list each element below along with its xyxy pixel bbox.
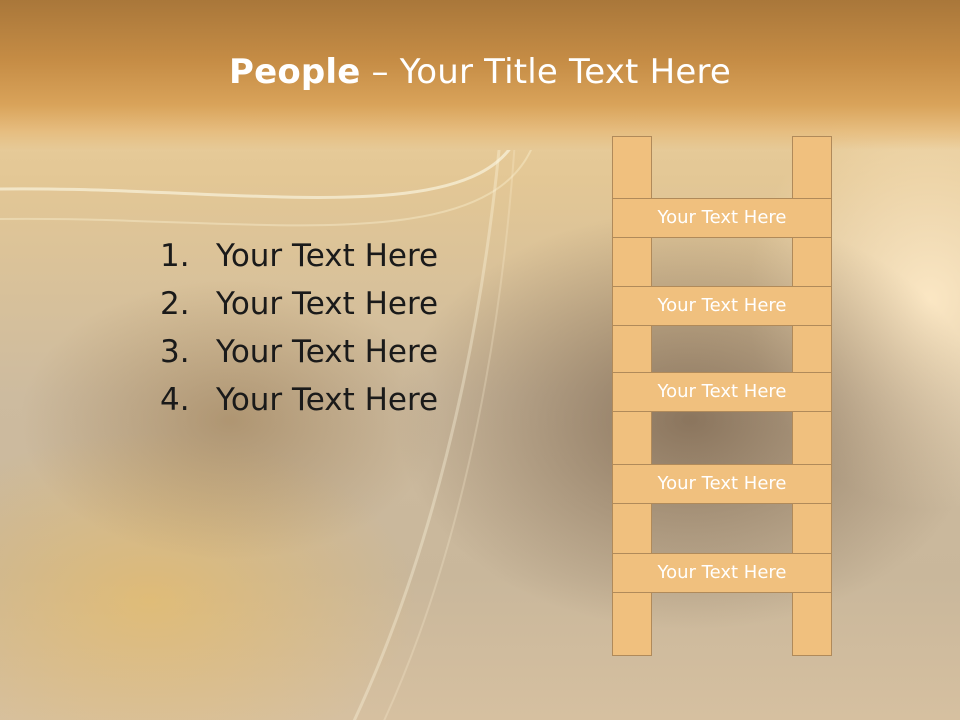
title-rest: – Your Title Text Here — [360, 52, 732, 92]
list-text: Your Text Here — [216, 238, 439, 274]
ladder-rung: Your Text Here — [612, 372, 832, 412]
ladder-rung: Your Text Here — [612, 198, 832, 238]
ladder-rung: Your Text Here — [612, 464, 832, 504]
list-item: 2. Your Text Here — [160, 280, 438, 328]
list-text: Your Text Here — [216, 286, 439, 322]
ladder-diagram: Your Text Here Your Text Here Your Text … — [612, 136, 834, 658]
list-item: 1. Your Text Here — [160, 232, 438, 280]
title-bold: People — [228, 52, 361, 92]
list-text: Your Text Here — [216, 334, 439, 370]
numbered-list: 1. Your Text Here 2. Your Text Here 3. Your… — [160, 232, 438, 424]
list-number: 3. — [160, 334, 190, 370]
list-item: 3. Your Text Here — [160, 328, 438, 376]
ladder-rung: Your Text Here — [612, 553, 832, 593]
list-text: Your Text Here — [216, 382, 439, 418]
list-number: 1. — [160, 238, 190, 274]
list-number: 2. — [160, 286, 190, 322]
list-number: 4. — [160, 382, 190, 418]
list-item: 4. Your Text Here — [160, 376, 438, 424]
title-band — [0, 0, 960, 150]
ladder-rung: Your Text Here — [612, 286, 832, 326]
slide-title: People – Your Title Text Here — [0, 52, 960, 92]
